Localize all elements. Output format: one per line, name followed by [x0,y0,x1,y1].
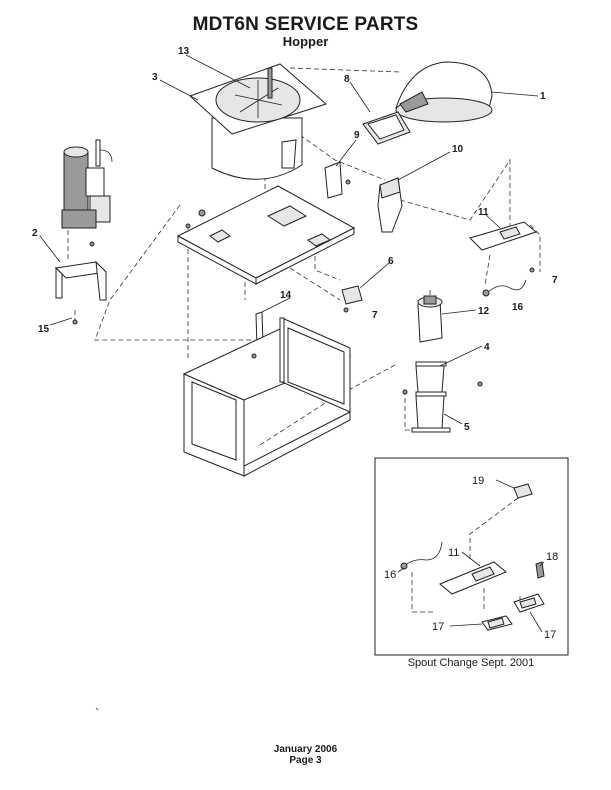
hopper-lid [395,61,493,123]
callout-7a: 7 [552,275,558,286]
inset-callout-16: 16 [384,569,396,581]
inset-screw-18 [535,561,545,579]
spout-change-inset: 19 11 18 16 17 17 [374,457,569,656]
water-valve [417,295,443,343]
page-title: MDT6N SERVICE PARTS [192,14,419,35]
callout-12: 12 [478,306,490,317]
switch-box [341,285,363,313]
cabinet-frame [182,317,352,477]
page-subtitle: Hopper [282,34,329,49]
base-plate [176,185,356,285]
inset-hose [403,541,443,567]
hopper-bin [189,63,327,180]
lid-window [362,111,411,145]
callout-3: 3 [152,72,158,83]
ice-chute [377,177,403,233]
callout-15: 15 [38,324,50,335]
callout-6: 6 [388,256,394,267]
callout-5: 5 [464,422,470,433]
callout-11: 11 [478,207,489,218]
dispense-bracket [324,161,351,199]
motor-bracket [54,260,108,301]
footer-date: January 2006 [273,744,338,755]
fasteners [72,223,535,395]
spout-plate [469,221,538,251]
inset-callout-17a: 17 [432,621,444,633]
callout-7b: 7 [372,310,378,321]
inset-callout-17b: 17 [544,629,556,641]
stray-mark [95,707,99,711]
callout-1: 1 [540,91,546,102]
callout-13: 13 [178,46,190,57]
callout-16: 16 [512,302,524,313]
inset-callout-18: 18 [546,551,558,563]
callout-4: 4 [484,342,490,353]
callout-9: 9 [354,130,360,141]
callout-14: 14 [280,290,292,301]
callout-2: 2 [32,228,38,239]
spout-hose [482,279,527,297]
inset-caption: Spout Change Sept. 2001 [408,657,535,669]
inset-part-19 [513,483,533,499]
footer-page: Page 3 [289,755,322,766]
callout-numbers: 1 2 3 4 5 6 7 7 8 9 10 11 12 13 14 15 16 [32,46,558,433]
valve-stand [411,361,451,433]
gear-motor [61,139,113,229]
inset-callout-19: 19 [472,475,484,487]
callout-8: 8 [344,74,350,85]
callout-10: 10 [452,144,464,155]
inset-callout-11: 11 [448,547,459,559]
callout-leaders [39,54,539,425]
